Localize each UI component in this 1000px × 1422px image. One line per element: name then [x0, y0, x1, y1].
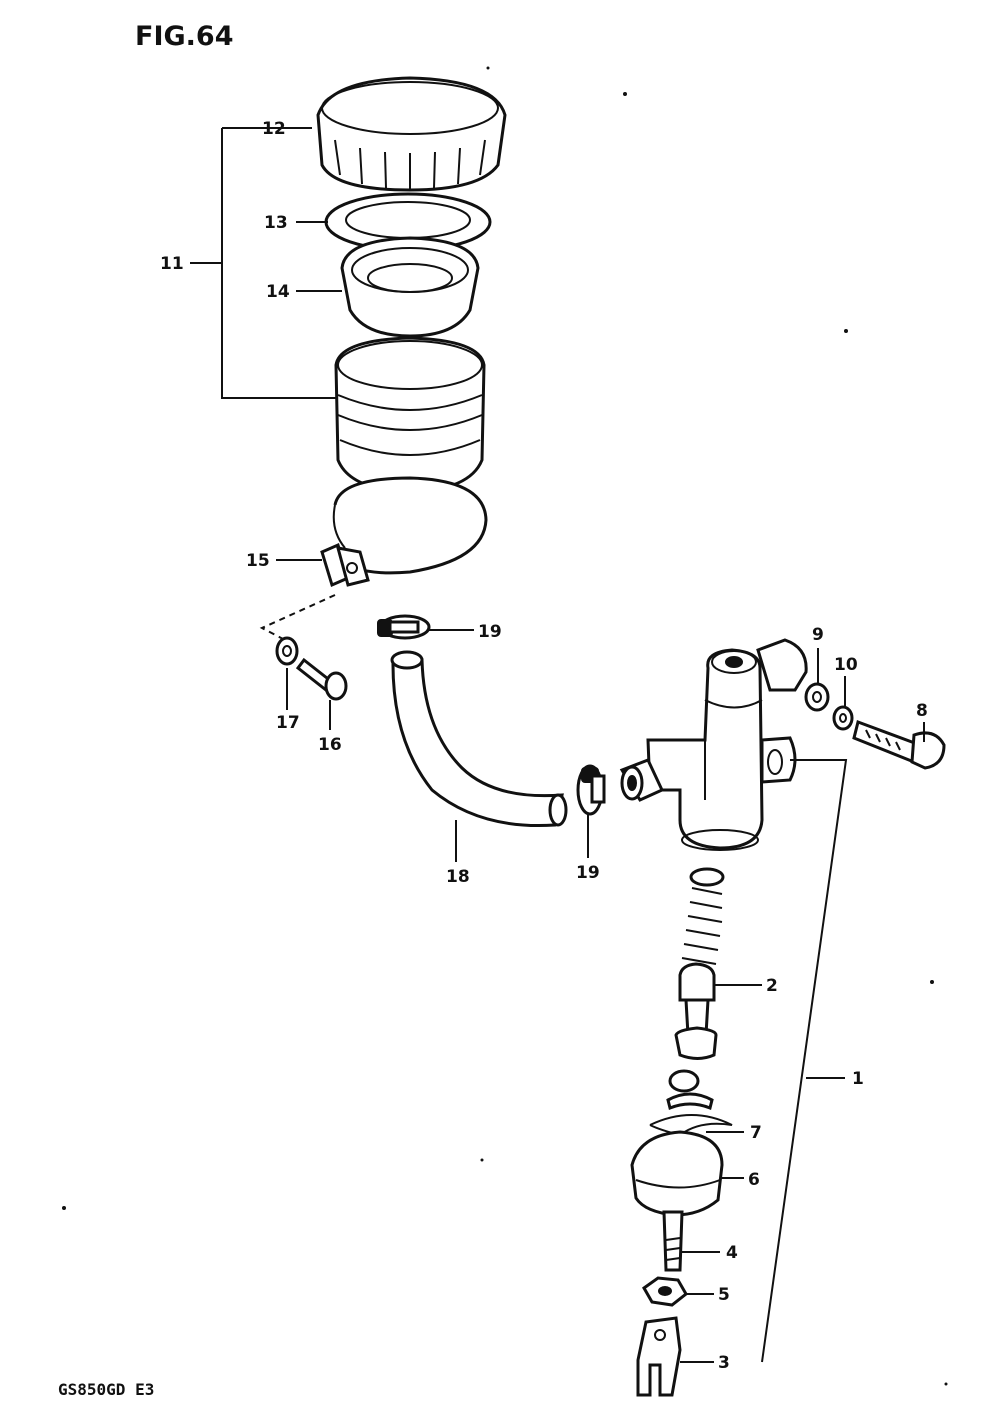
label-6: 6 [748, 1170, 760, 1190]
boot-6 [630, 1130, 724, 1217]
spring [681, 867, 725, 965]
label-11: 11 [160, 254, 184, 274]
figure-title: FIG.64 [135, 21, 233, 52]
label-7: 7 [750, 1123, 762, 1143]
label-19-top: 19 [478, 622, 502, 642]
piston-2 [674, 962, 718, 1060]
label-8: 8 [916, 701, 928, 721]
circlip-7 [649, 1069, 733, 1137]
label-18: 18 [446, 867, 470, 887]
label-15: 15 [246, 551, 270, 571]
bolt-16 [295, 657, 348, 701]
label-19-bottom: 19 [576, 863, 600, 883]
label-1: 1 [852, 1069, 864, 1089]
label-14: 14 [266, 282, 290, 302]
label-2: 2 [766, 976, 778, 996]
washer-9 [804, 682, 830, 712]
scan-specks [62, 66, 948, 1386]
hose-18 [390, 650, 568, 828]
label-16: 16 [318, 735, 342, 755]
model-code: GS850GD E3 [58, 1380, 154, 1399]
reservoir-cap [316, 76, 507, 192]
leader-lines [190, 127, 925, 1363]
label-12: 12 [262, 119, 286, 139]
hose-clamp-19-bottom [576, 764, 606, 816]
label-9: 9 [812, 625, 824, 645]
reservoir-body [334, 336, 486, 506]
bolt-8 [852, 720, 946, 770]
push-rod-4 [662, 1210, 684, 1272]
nut-5 [642, 1276, 688, 1307]
label-10: 10 [834, 655, 858, 675]
reservoir-diaphragm [340, 236, 480, 338]
master-cylinder-body [646, 638, 808, 851]
label-13: 13 [264, 213, 288, 233]
washer-10 [832, 705, 854, 731]
label-4: 4 [726, 1243, 738, 1263]
washer-17 [275, 636, 299, 666]
label-17: 17 [276, 713, 300, 733]
hose-fitting [619, 758, 664, 802]
hose-clamp-19-top [377, 614, 431, 640]
reservoir-clamp-band [320, 476, 488, 588]
clevis-3 [636, 1316, 682, 1397]
label-5: 5 [718, 1285, 730, 1305]
label-3: 3 [718, 1353, 730, 1373]
